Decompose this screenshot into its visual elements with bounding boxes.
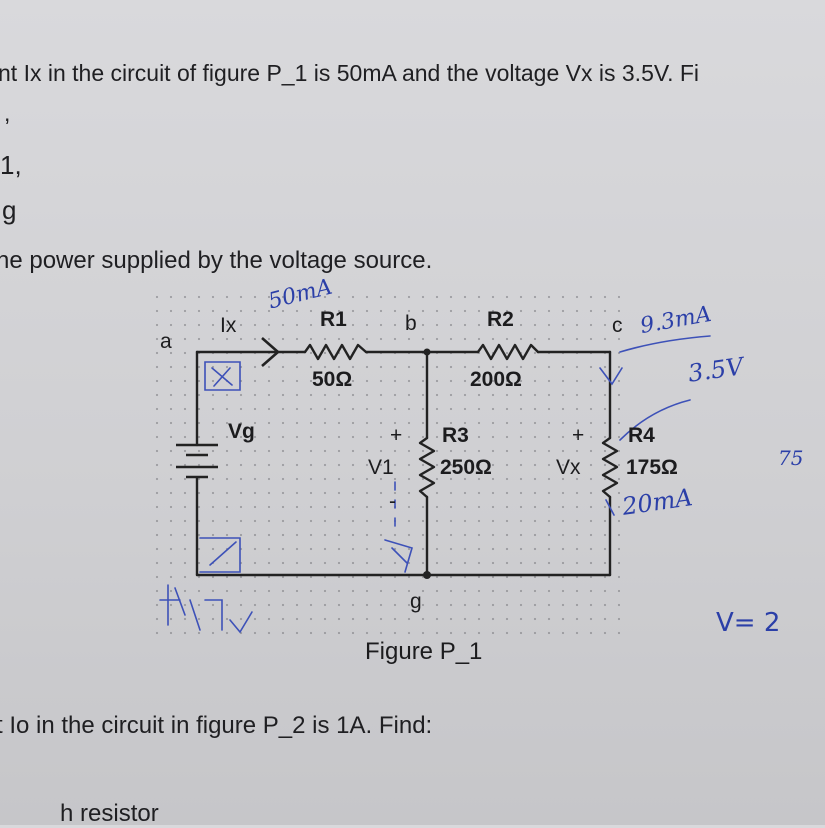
r1-value-label: 50Ω: [312, 368, 353, 391]
resistor-r1: [303, 343, 368, 361]
node-a-label: a: [160, 330, 172, 353]
handwritten-side-note: 75: [778, 446, 804, 470]
node-b-label: b: [405, 312, 417, 335]
r4-value-label: 175Ω: [626, 456, 678, 479]
problem-text-line: nt Ix in the circuit of figure P_1 is 50…: [0, 60, 700, 86]
r3-value-label: 250Ω: [440, 456, 492, 479]
problem-text-line: 1,: [0, 150, 22, 180]
r4-name-label: R4: [628, 424, 655, 447]
v1-plus-sign: +: [390, 424, 403, 447]
r2-value-label: 200Ω: [470, 368, 522, 391]
vx-plus-sign: +: [572, 424, 585, 447]
problem-text-line: g: [2, 195, 17, 225]
handwritten-marks: [159, 335, 711, 634]
node-c-label: c: [612, 314, 623, 337]
figure-caption: Figure P_1: [365, 638, 483, 665]
handwritten-side-note: V= 2: [716, 608, 781, 638]
resistor-r4: [601, 436, 619, 499]
resistor-r2: [476, 343, 540, 361]
node-b-dot: [423, 348, 431, 356]
figure-dot-grid: [150, 290, 620, 635]
battery-symbol: [176, 443, 218, 479]
node-g-dot: [423, 571, 431, 579]
resistor-r3: [418, 436, 436, 499]
current-arrow-icon: [261, 337, 280, 367]
circuit-diagram: [159, 335, 711, 634]
r2-name-label: R2: [487, 308, 514, 331]
source-vg-label: Vg: [228, 420, 255, 443]
problem-text-line: t Io in the circuit in figure P_2 is 1A.…: [0, 712, 433, 739]
current-ix-label: Ix: [220, 314, 237, 337]
r1-name-label: R1: [320, 308, 347, 331]
vx-label: Vx: [556, 456, 581, 479]
r3-name-label: R3: [442, 424, 469, 447]
problem-text-line: ne power supplied by the voltage source.: [0, 247, 433, 274]
problem-text-line: h resistor: [60, 800, 159, 827]
v1-label: V1: [368, 456, 394, 479]
node-g-label: g: [410, 590, 422, 613]
v1-minus-sign: -: [389, 490, 396, 513]
problem-text-line: ,: [4, 100, 11, 126]
